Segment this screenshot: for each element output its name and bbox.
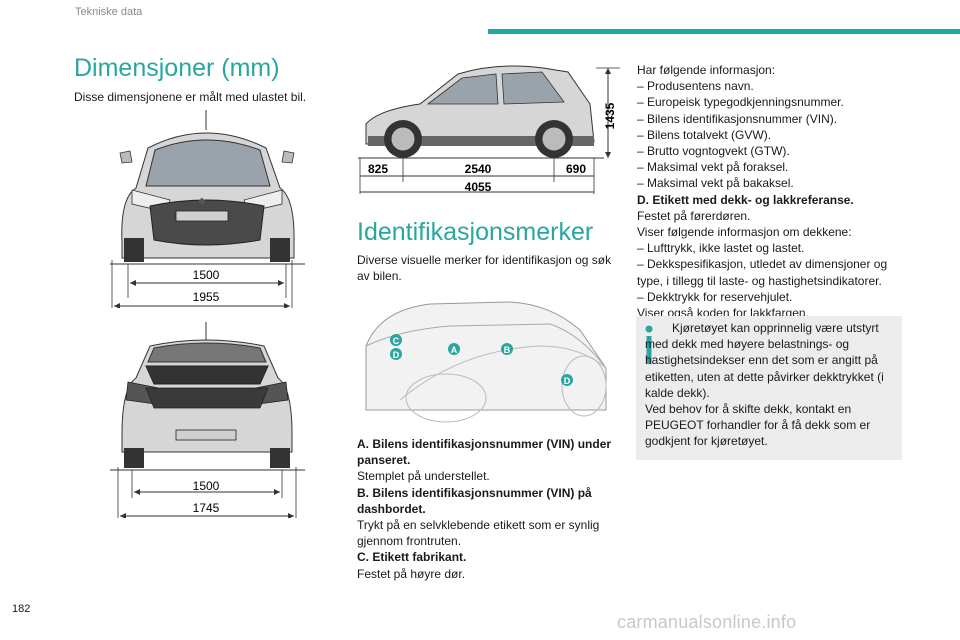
info-text: Kjøretøyet kan opprinnelig være utstyrt … <box>645 320 897 450</box>
front-width-label: 1955 <box>193 290 220 304</box>
item-d-line1: Festet på førerdøren. <box>637 208 751 223</box>
item-d-title: D. Etikett med dekk- og lakkreferanse. <box>637 192 854 207</box>
svg-text:A: A <box>451 345 458 355</box>
identification-list: A. Bilens identifikasjonsnummer (VIN) un… <box>357 436 627 582</box>
side-view-diagram: 1435 825 2540 690 4055 <box>358 65 620 194</box>
front-overhang-label: 825 <box>368 162 388 176</box>
marker-a: A <box>448 343 460 355</box>
list2-item: – Dekkspesifikasjon, utledet av dimensjo… <box>637 257 888 288</box>
marker-d-wheel: D <box>561 374 573 386</box>
list1-item: – Bilens totalvekt (GVW). <box>637 127 772 142</box>
svg-text:D: D <box>564 376 571 386</box>
svg-text:D: D <box>393 350 400 360</box>
right-column: Har følgende informasjon: – Produsentens… <box>637 62 907 321</box>
info-intro: Har følgende informasjon: <box>637 63 776 77</box>
list1-item: – Maksimal vekt på foraksel. <box>637 160 789 175</box>
marker-c: C <box>390 334 402 346</box>
rear-track-label: 1500 <box>193 479 220 493</box>
watermark: carmanualsonline.info <box>617 612 797 632</box>
wheelbase-label: 2540 <box>465 162 492 176</box>
list1-item: – Maksimal vekt på bakaksel. <box>637 176 794 191</box>
info-p2: Ved behov for å skifte dekk, kontakt en … <box>645 402 871 449</box>
header-title: Tekniske data <box>75 6 143 18</box>
dimensions-title: Dimensjoner (mm) <box>74 54 280 82</box>
item-a-title: A. Bilens identifikasjonsnummer (VIN) un… <box>357 437 612 468</box>
info-box: Kjøretøyet kan opprinnelig være utstyrt … <box>636 316 902 460</box>
rear-width-label: 1745 <box>193 501 220 515</box>
identification-title: Identifikasjonsmerker <box>357 218 594 246</box>
length-label: 4055 <box>465 180 492 194</box>
item-b-title: B. Bilens identifikasjonsnummer (VIN) på… <box>357 485 592 516</box>
header-bar <box>488 29 960 34</box>
marker-d-door: D <box>390 348 402 360</box>
svg-text:B: B <box>504 345 511 355</box>
svg-text:C: C <box>393 336 400 346</box>
list1-item: – Produsentens navn. <box>637 79 754 94</box>
rear-overhang-label: 690 <box>566 162 586 176</box>
front-track-label: 1500 <box>193 268 220 282</box>
list1-item: – Brutto vogntogvekt (GTW). <box>637 144 790 159</box>
front-view-diagram: ◆ 1500 1955 <box>110 110 305 308</box>
list2-item: – Dekktrykk for reservehjulet. <box>637 289 793 304</box>
height-label: 1435 <box>603 102 617 129</box>
dimensions-intro: Disse dimensjonene er målt med ulastet b… <box>74 90 307 104</box>
identification-diagram: C D A B D <box>365 301 607 423</box>
item-a-text: Stemplet på understellet. <box>357 469 490 484</box>
info-icon <box>645 325 653 364</box>
list1-item: – Europeisk typegodkjenningsnummer. <box>637 95 844 110</box>
item-b-text: Trykt på en selvklebende etikett som er … <box>357 518 600 549</box>
rear-view-diagram: 1500 1745 <box>110 322 305 518</box>
item-c-title: C. Etikett fabrikant. <box>357 550 467 565</box>
list2-item: – Lufttrykk, ikke lastet og lastet. <box>637 241 805 256</box>
item-c-text: Festet på høyre dør. <box>357 566 466 581</box>
info-p1: Kjøretøyet kan opprinnelig være utstyrt … <box>645 321 884 400</box>
item-d-line2: Viser følgende informasjon om dekkene: <box>637 225 852 240</box>
page-number: 182 <box>12 603 31 615</box>
svg-text:◆: ◆ <box>198 196 206 207</box>
list1-item: – Bilens identifikasjonsnummer (VIN). <box>637 111 838 126</box>
marker-b: B <box>501 343 513 355</box>
identification-intro: Diverse visuelle merker for identifikasj… <box>357 253 612 284</box>
